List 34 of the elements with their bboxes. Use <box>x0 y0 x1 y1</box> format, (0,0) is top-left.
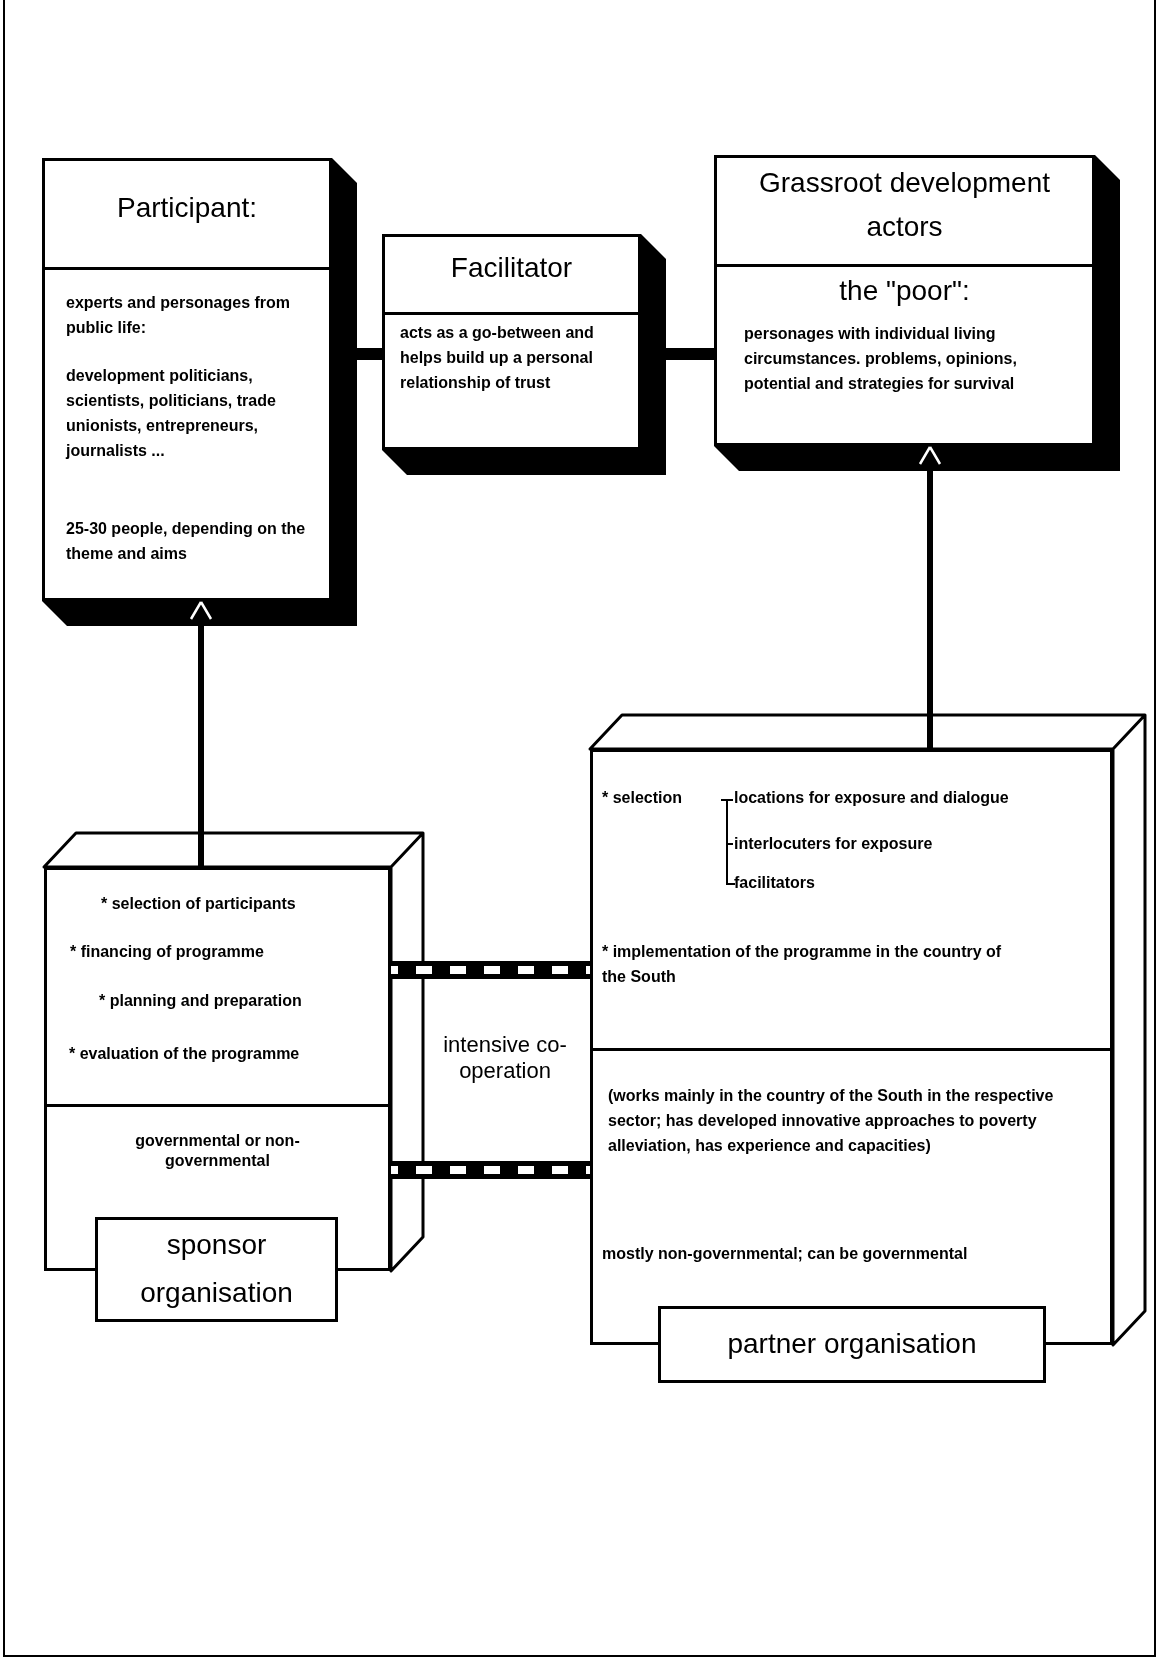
box-text: 25-30 people, depending on the theme and aims <box>66 519 307 564</box>
list-item: * financing of programme <box>70 942 265 962</box>
sub-item: locations for exposure and dialogue <box>734 788 1010 808</box>
list-item: * implementation of the programme in the country of the South <box>602 942 1003 987</box>
box-text: governmental or non-governmental <box>134 1131 301 1171</box>
box-text: acts as a go-between and helps build up a personal relationship of trust <box>400 323 595 393</box>
box-heading: sponsor organisation <box>139 1228 294 1310</box>
list-item: * evaluation of the programme <box>69 1044 301 1064</box>
sub-item: facilitators <box>734 873 816 893</box>
sub-item: interlocuters for exposure <box>734 834 934 854</box>
text-box <box>714 155 1095 446</box>
box-heading: Grassroot development actors <box>757 166 1051 244</box>
box-subheading: the "poor": <box>838 274 971 308</box>
film-strip-connector <box>391 961 590 979</box>
label-tab <box>95 1217 338 1322</box>
box-text: development politicians, scientists, politicians, trade unionists, entrepreneurs, journalists ... <box>66 366 277 461</box>
text-box <box>44 867 391 1271</box>
list-item: * selection <box>602 788 684 808</box>
list-item: * selection of participants <box>101 894 297 914</box>
box-text: mostly non-governmental; can be governmental <box>602 1244 969 1264</box>
annotation-text: intensive co-operation <box>442 1032 568 1084</box>
connector-line <box>917 444 943 749</box>
box-text: (works mainly in the country of the South in the respective sector; has developed innovative approaches to poverty alleviation, has experience and capacities) <box>608 1086 1055 1156</box>
label-tab <box>658 1306 1046 1383</box>
box-heading: Facilitator <box>449 251 574 285</box>
box-text: experts and personages from public life: <box>66 293 292 338</box>
list-item: * planning and preparation <box>99 991 303 1011</box>
box-text: personages with individual living circumstances. problems, opinions, potential and strategies for survival <box>744 324 1018 394</box>
connector-line <box>188 599 214 867</box>
text-box <box>382 234 641 450</box>
box-heading: Participant: <box>115 191 259 225</box>
box-heading: partner organisation <box>726 1327 978 1361</box>
film-strip-connector <box>391 1161 590 1179</box>
text-box <box>42 158 332 601</box>
